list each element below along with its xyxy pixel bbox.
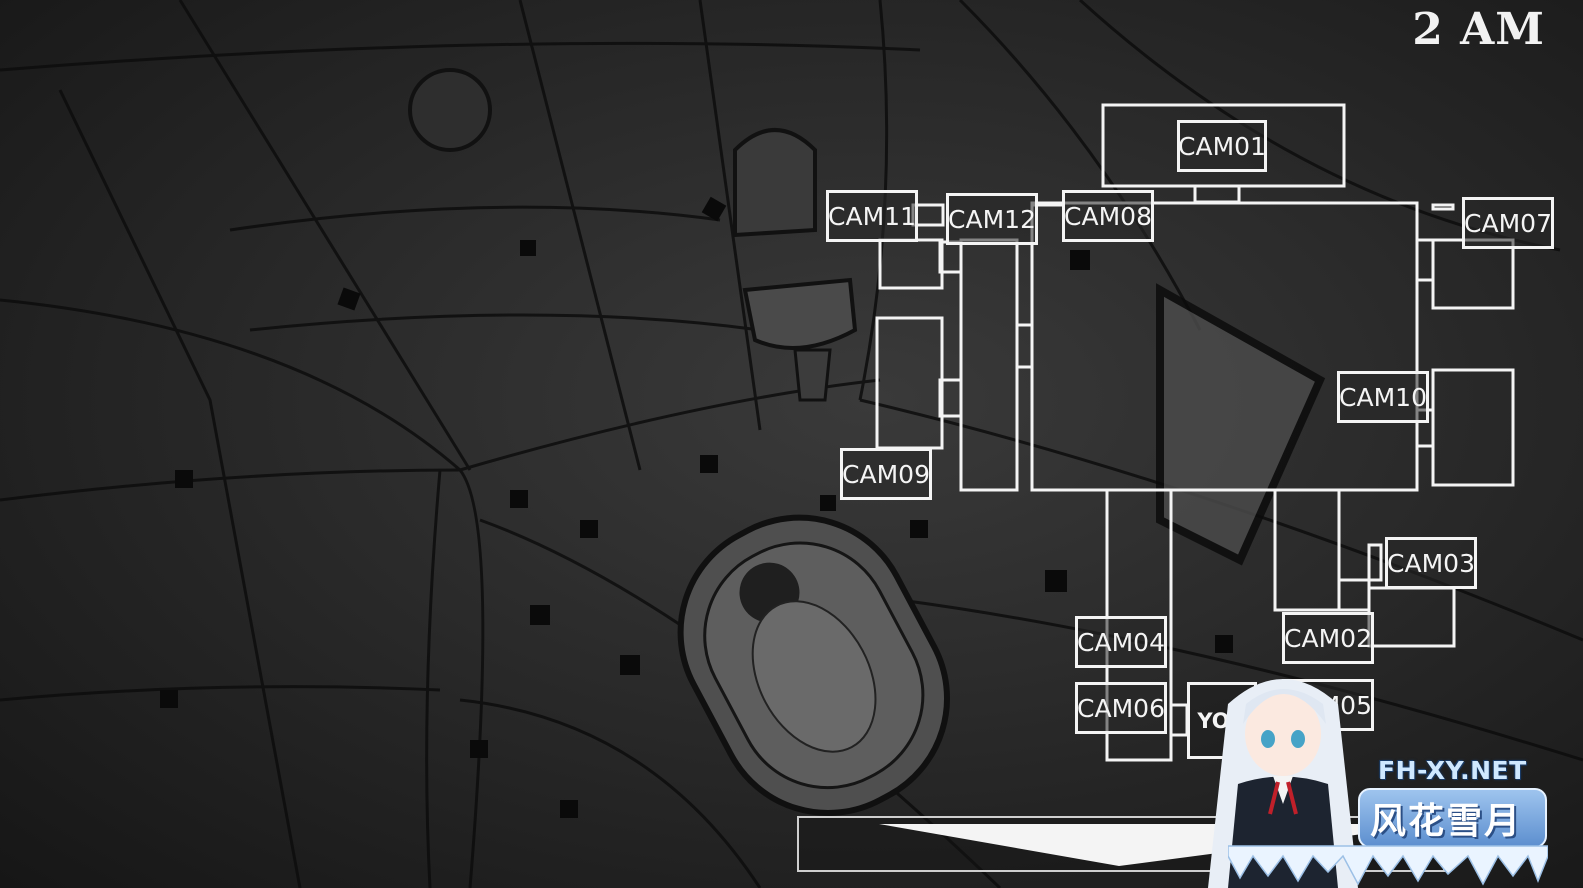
cam01-label: CAM01 bbox=[1178, 131, 1266, 161]
watermark-site: FH-XY.NET bbox=[1378, 756, 1527, 785]
watermark-brand: 风花雪月 bbox=[1370, 801, 1523, 842]
cam02-label: CAM02 bbox=[1284, 623, 1372, 653]
night-clock: 2 AM bbox=[1412, 4, 1545, 55]
cam11-button[interactable]: CAM11 bbox=[826, 190, 918, 242]
cam12-button[interactable]: CAM12 bbox=[946, 193, 1038, 245]
cam09-label: CAM09 bbox=[842, 459, 930, 489]
cam07-label: CAM07 bbox=[1464, 208, 1552, 238]
cam09-button[interactable]: CAM09 bbox=[840, 448, 932, 500]
cam01-button[interactable]: CAM01 bbox=[1177, 120, 1267, 172]
cam07-button[interactable]: CAM07 bbox=[1462, 197, 1554, 249]
cam06-label: CAM06 bbox=[1077, 693, 1165, 723]
cam08-button[interactable]: CAM08 bbox=[1062, 190, 1154, 242]
cam08-label: CAM08 bbox=[1064, 201, 1152, 231]
cam12-label: CAM12 bbox=[948, 204, 1036, 234]
cam03-button[interactable]: CAM03 bbox=[1385, 537, 1477, 589]
cam10-button[interactable]: CAM10 bbox=[1337, 371, 1429, 423]
cam06-button[interactable]: CAM06 bbox=[1075, 682, 1167, 734]
cam11-label: CAM11 bbox=[828, 201, 916, 231]
ice-drip-icon bbox=[1228, 845, 1548, 886]
cam02-button[interactable]: CAM02 bbox=[1282, 612, 1374, 664]
cam03-label: CAM03 bbox=[1387, 548, 1475, 578]
cam04-button[interactable]: CAM04 bbox=[1075, 616, 1167, 668]
cam04-label: CAM04 bbox=[1077, 627, 1165, 657]
cam10-label: CAM10 bbox=[1339, 382, 1427, 412]
